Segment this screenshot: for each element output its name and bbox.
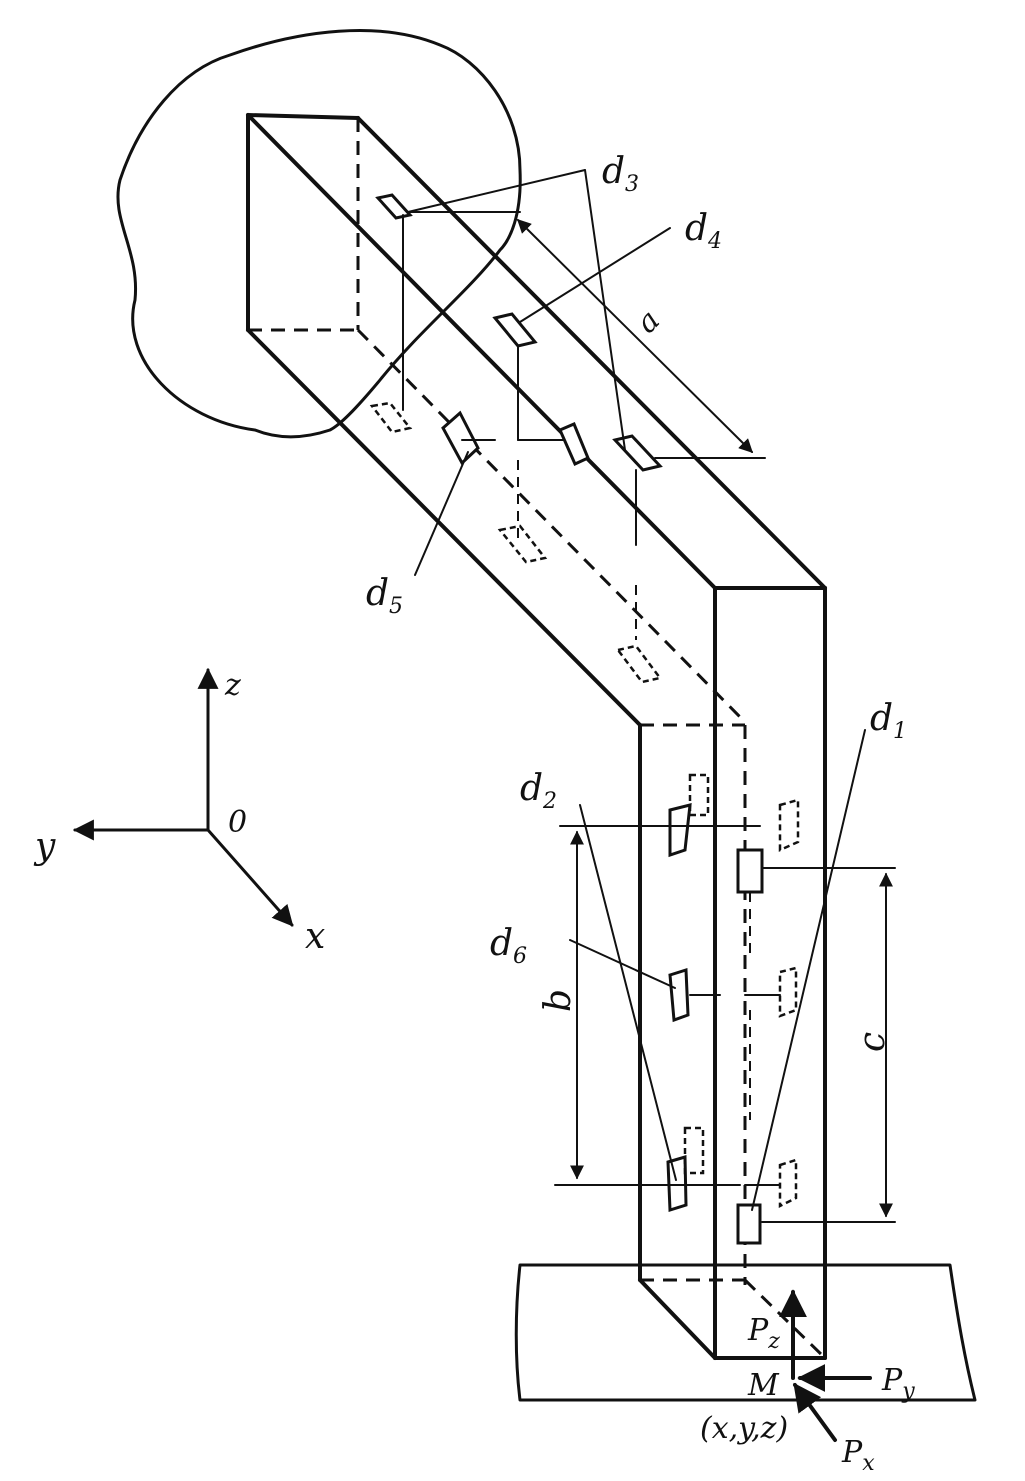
label-force-pz: Pz <box>747 1313 780 1354</box>
label-force-py: Py <box>881 1363 915 1404</box>
label-d1: d1 <box>870 698 907 744</box>
label-d2: d2 <box>520 768 557 814</box>
leader-lines <box>407 169 866 1211</box>
coordinate-axes <box>72 667 294 927</box>
gauges-vertical-beam <box>666 773 800 1245</box>
label-d6: d6 <box>490 923 527 969</box>
fixed-support-outline <box>116 29 522 439</box>
label-axis-x: x <box>305 916 325 957</box>
label-d3: d3 <box>602 151 639 197</box>
label-axis-z: z <box>224 668 241 703</box>
label-dim-c: c <box>852 1032 893 1052</box>
forces <box>779 1289 872 1442</box>
label-axis-y: y <box>33 826 56 867</box>
label-coords: (x,y,z) <box>700 1411 788 1446</box>
label-force-px: Px <box>841 1435 875 1476</box>
label-point-m: M <box>747 1368 780 1403</box>
label-dim-b: b <box>538 989 579 1012</box>
dimension-c <box>761 867 896 1223</box>
label-d4: d4 <box>685 208 722 254</box>
dimension-a <box>407 211 766 459</box>
dimension-b <box>554 825 761 1186</box>
horizontal-beam <box>246 113 827 727</box>
gauges-horizontal-beam <box>369 193 663 684</box>
base-plate-outline <box>514 1263 977 1402</box>
label-origin: 0 <box>228 805 247 840</box>
label-d5: d5 <box>366 573 403 619</box>
vertical-beam <box>638 586 827 1360</box>
